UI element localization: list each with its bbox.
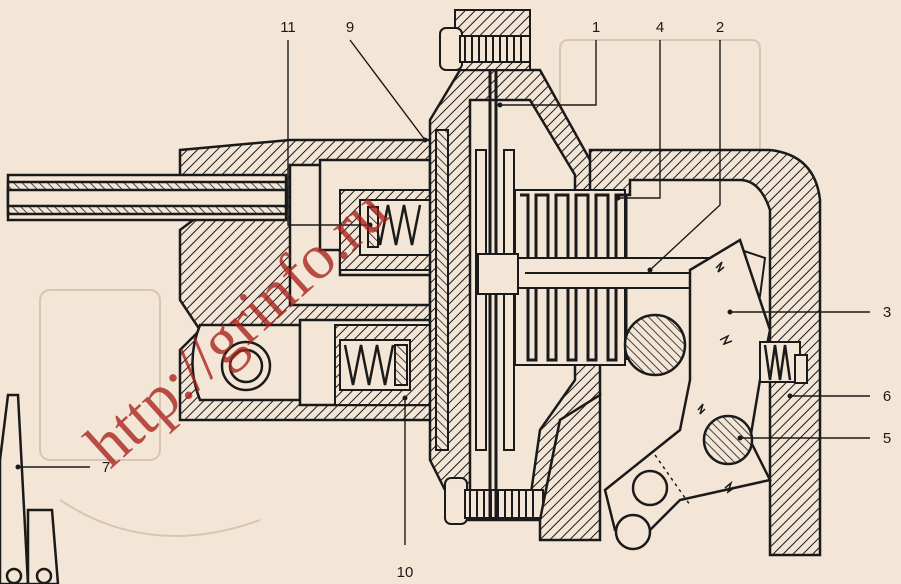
lower-valve-assembly (334, 324, 431, 406)
banjo-fitting (220, 340, 272, 392)
leader-9 (349, 39, 426, 141)
lever-detail-7 (0, 393, 60, 584)
leader-lines (18, 39, 870, 545)
callout-6: 6 (883, 388, 891, 405)
cam-pivot (623, 313, 687, 377)
leader-1 (500, 40, 597, 106)
callout-5: 5 (883, 430, 891, 447)
callout-labels: 11 9 1 4 2 3 6 5 7 10 (102, 19, 891, 581)
top-screw (439, 9, 531, 71)
leader-4 (618, 40, 661, 199)
leader-dots (15, 102, 793, 470)
push-rod (477, 246, 767, 298)
callout-11: 11 (280, 19, 296, 36)
return-spring (759, 341, 808, 384)
callout-10: 10 (397, 564, 414, 581)
callout-4: 4 (656, 19, 664, 36)
rocker-lever (603, 238, 772, 551)
callout-3: 3 (883, 304, 891, 321)
leader-2 (649, 40, 721, 271)
callout-1: 1 (592, 19, 600, 36)
bottom-screw (444, 477, 544, 525)
callout-7: 7 (102, 459, 110, 476)
upper-valve-assembly (339, 189, 431, 271)
inlet-tube (6, 173, 288, 222)
callout-2: 2 (716, 19, 724, 36)
callout-9: 9 (346, 19, 354, 36)
leader-11 (287, 40, 370, 226)
